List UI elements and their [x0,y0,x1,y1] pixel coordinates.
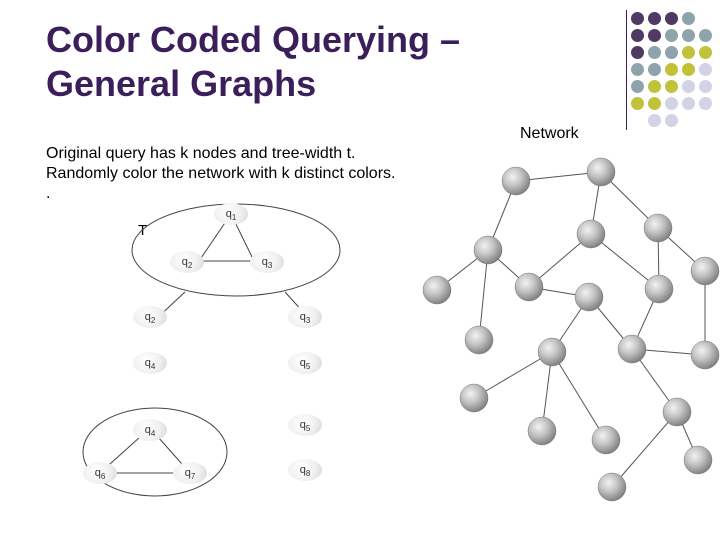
description-line2: Randomly color the network with k distin… [46,165,396,182]
network-node [690,340,720,370]
dot-olive [665,63,678,76]
network-edge [473,351,553,399]
network-node [683,445,713,475]
network-node [597,472,627,502]
dot-olive [682,46,695,59]
dot-teal [631,80,644,93]
network-node [576,219,606,249]
network-label: Network [520,125,579,142]
dot-lavender [682,80,695,93]
dot-purple [665,12,678,25]
query-node-q1-top: q1 [214,203,248,225]
network-node [501,166,531,196]
network-node [422,275,452,305]
query-node-q7: q7 [173,462,207,484]
dot-lavender [699,97,712,110]
network-node [514,272,544,302]
slide-title: Color Coded Querying – General Graphs [46,18,606,106]
description-line1: Original query has k nodes and tree-widt… [46,145,356,162]
dot-teal [665,29,678,42]
description-line3: . [46,185,51,202]
description-text: Original query has k nodes and tree-widt… [46,144,395,204]
network-node [473,235,503,265]
slide-title-line1: Color Coded Querying – [46,19,461,60]
network-node [644,274,674,304]
dot-lavender [665,97,678,110]
query-node-q8: q8 [288,459,322,481]
dot-teal [631,63,644,76]
network-node [690,256,720,286]
network-node [591,425,621,455]
slide-title-line2: General Graphs [46,63,317,104]
dot-lavender [699,80,712,93]
network-edge [551,351,607,441]
network-edge [611,411,678,488]
network-edge [478,249,489,341]
network-node [459,383,489,413]
dot-teal [648,63,661,76]
network-node [464,325,494,355]
network-node [662,397,692,427]
query-node-q5-bottom: q5 [288,414,322,436]
dot-purple [631,46,644,59]
dot-olive [665,80,678,93]
tree-label: T [138,222,148,239]
dot-lavender [665,114,678,127]
query-node-q6: q6 [83,462,117,484]
dot-purple [631,29,644,42]
dot-olive [699,46,712,59]
network-node [527,416,557,446]
dot-purple [648,29,661,42]
query-tree-edges [82,203,341,497]
tree-bag-ellipse-bottom [82,407,228,497]
dot-purple [648,12,661,25]
query-node-q2-top: q2 [170,251,204,273]
query-node-q5-mid: q5 [288,352,322,374]
query-node-q3-mid: q3 [288,306,322,328]
network-node [617,334,647,364]
dot-teal [648,46,661,59]
network-node [537,337,567,367]
decorative-divider [626,10,627,130]
query-node-q3-top: q3 [250,251,284,273]
dot-purple [631,12,644,25]
dot-olive [648,80,661,93]
dot-teal [699,29,712,42]
dot-olive [648,97,661,110]
query-node-q2-mid: q2 [133,306,167,328]
network-edge [590,233,660,290]
dot-lavender [648,114,661,127]
dot-teal [682,12,695,25]
dot-olive [631,97,644,110]
dot-lavender [682,97,695,110]
dot-teal [665,46,678,59]
network-nodes [422,157,720,502]
dot-olive [682,63,695,76]
network-node [643,213,673,243]
network-node [574,282,604,312]
query-node-q4-mid: q4 [133,352,167,374]
query-node-q4-bottom: q4 [133,419,167,441]
dot-teal [682,29,695,42]
network-node [586,157,616,187]
dot-lavender [699,63,712,76]
